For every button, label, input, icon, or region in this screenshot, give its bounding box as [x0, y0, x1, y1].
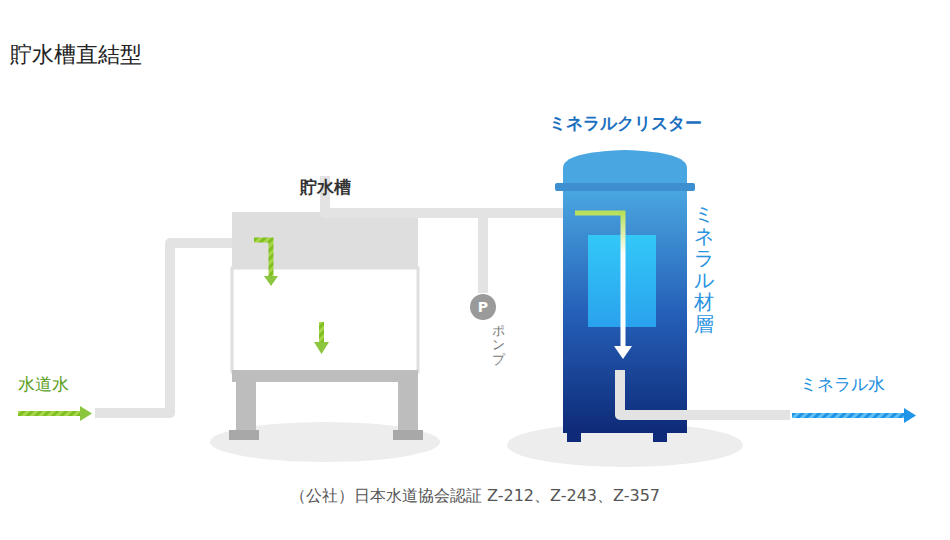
- inlet-pipe: [95, 243, 252, 413]
- tank: 貯水槽: [222, 176, 428, 382]
- pump-label: ポンプ: [492, 324, 505, 367]
- flow-arrow-head: [614, 346, 632, 359]
- heading: ミネラルクリスター: [540, 112, 710, 135]
- mineral-crister: ミネラルクリスター: [540, 112, 710, 432]
- title: 貯水槽直結型: [10, 40, 142, 70]
- tank-foot: [229, 430, 259, 440]
- pipe: [483, 213, 563, 293]
- flow-arrow: [319, 322, 324, 344]
- pump-circle: P: [469, 293, 497, 321]
- tank-body: [232, 268, 418, 372]
- inlet-arrow-head: [80, 406, 92, 421]
- caption: （公社）日本水道協会認証 Z-212、Z-243、Z-357: [0, 486, 950, 507]
- flow-arrow-head: [314, 342, 329, 354]
- tank-base: [232, 370, 418, 382]
- outlet-pipe: [620, 370, 790, 415]
- heading: 貯水槽: [222, 176, 428, 199]
- pump-symbol: P: [469, 293, 497, 321]
- crister-leg: [567, 430, 581, 442]
- outlet-arrow-head: [904, 408, 916, 423]
- inlet-arrow: [18, 411, 82, 416]
- layer-label: ミネラル材層: [694, 203, 714, 335]
- flow-arrow: [254, 240, 271, 278]
- flow-arrow: [575, 213, 623, 348]
- outlet-label: ミネラル水: [800, 373, 885, 396]
- tank-leg: [236, 382, 256, 434]
- crister-leg: [653, 430, 667, 442]
- tank-leg: [398, 382, 418, 434]
- tank-foot: [393, 430, 423, 440]
- outlet-arrow: [792, 413, 906, 418]
- crister-dome: [563, 150, 687, 185]
- inlet-label: 水道水: [18, 373, 69, 396]
- crister-flange: [555, 183, 695, 191]
- flow-arrow-head: [264, 276, 278, 286]
